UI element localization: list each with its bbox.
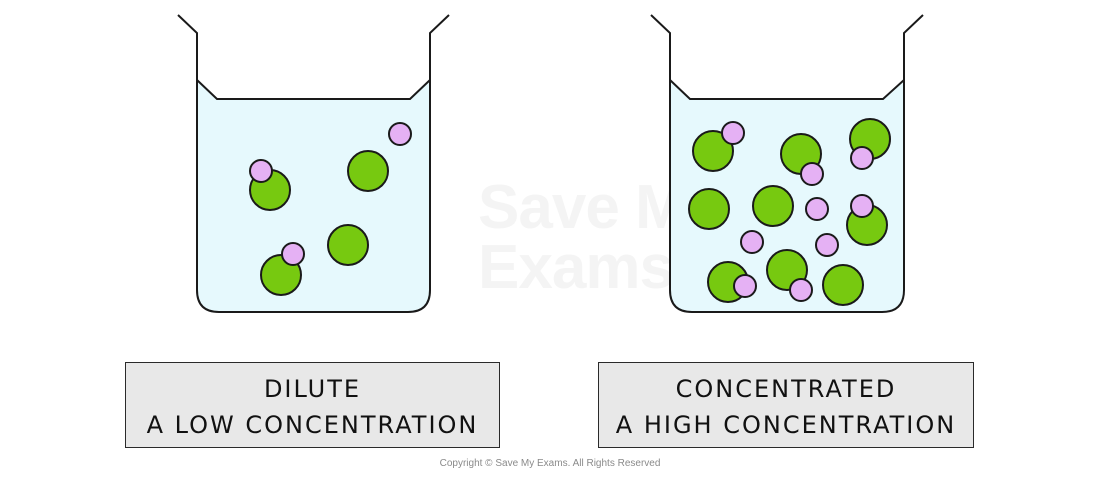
small-particle (800, 162, 824, 186)
label-dilute-subtitle: A LOW CONCENTRATION (146, 411, 479, 439)
small-particle (850, 194, 874, 218)
solute-particle (327, 224, 369, 266)
small-particle (249, 159, 273, 183)
label-concentrated-subtitle: A HIGH CONCENTRATION (615, 411, 957, 439)
small-particle (850, 146, 874, 170)
label-concentrated-title: CONCENTRATED (675, 375, 897, 403)
copyright-text: Copyright © Save My Exams. All Rights Re… (439, 458, 661, 469)
beaker-concentrated (650, 14, 924, 313)
label-dilute: DILUTE A LOW CONCENTRATION (125, 362, 500, 448)
particles-concentrated (688, 118, 891, 306)
small-particle (740, 230, 764, 254)
solute-particle (752, 185, 794, 227)
beaker-dilute (177, 14, 450, 313)
meniscus-dilute (196, 79, 431, 100)
solute-particle (347, 150, 389, 192)
small-particle (733, 274, 757, 298)
solute-particle (688, 188, 730, 230)
small-particle (388, 122, 412, 146)
small-particle (789, 278, 813, 302)
small-particle (805, 197, 829, 221)
small-particle (721, 121, 745, 145)
solution-dilute (197, 80, 430, 312)
small-particle (815, 233, 839, 257)
meniscus-concentrated (669, 79, 905, 100)
solute-particle (692, 130, 734, 172)
label-dilute-title: DILUTE (263, 375, 362, 403)
small-particle (281, 242, 305, 266)
beaker-outline-concentrated (650, 14, 924, 313)
particles-dilute (249, 122, 412, 296)
watermark-line-2: Exams (478, 233, 674, 302)
solute-particle (822, 264, 864, 306)
label-concentrated: CONCENTRATED A HIGH CONCENTRATION (598, 362, 974, 448)
beaker-outline-dilute (177, 14, 450, 313)
